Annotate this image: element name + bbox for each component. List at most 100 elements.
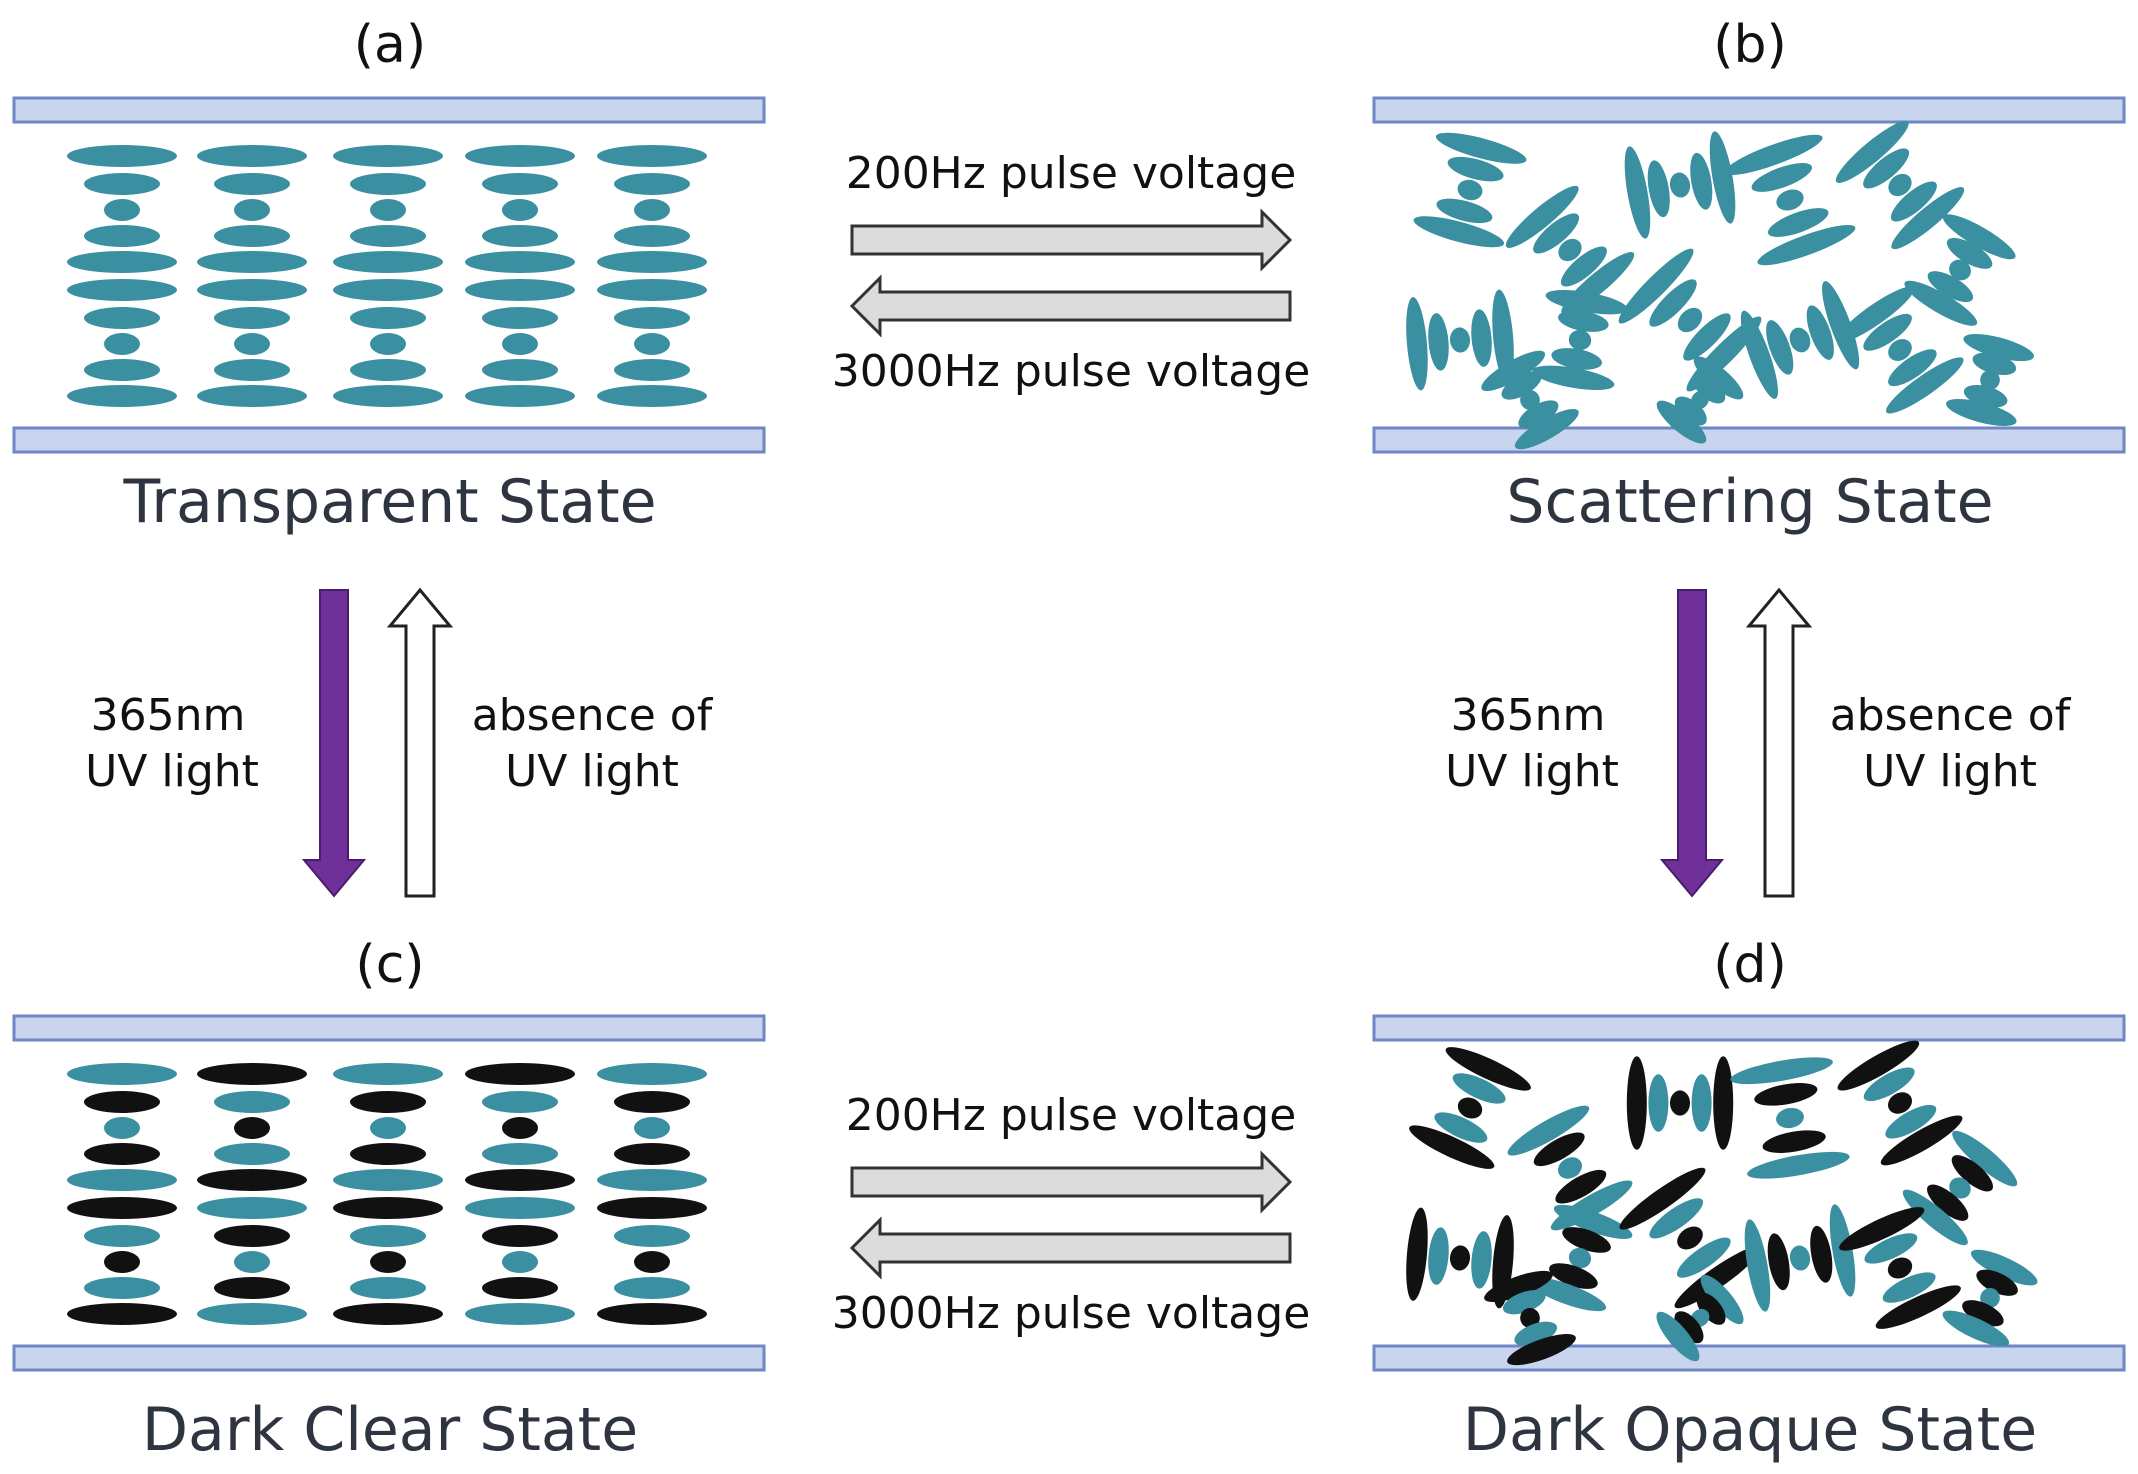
lc-molecule: [1445, 1047, 1531, 1091]
label-top-200hz: 200Hz pulse voltage: [846, 148, 1297, 199]
lc-molecule: [634, 1251, 670, 1273]
lc-molecule: [1822, 281, 1860, 370]
lc-molecule: [1484, 1270, 1553, 1303]
lc-molecule: [1829, 1204, 1856, 1297]
lc-molecule: [1696, 1292, 1726, 1325]
lc-molecule: [1693, 356, 1744, 400]
lc-molecule: [214, 1277, 290, 1299]
lc-molecule: [67, 1169, 177, 1191]
lc-molecule: [1904, 280, 1978, 326]
lc-molecule: [1700, 1274, 1744, 1325]
arrow-bottom-forward: [850, 1150, 1293, 1214]
lc-molecule: [502, 1117, 538, 1139]
lc-molecule: [1880, 1115, 1963, 1166]
lc-molecule: [614, 173, 690, 195]
lc-molecule: [1449, 327, 1471, 353]
lc-molecule: [1836, 286, 1914, 343]
lc-molecule: [67, 279, 177, 301]
lc-molecule: [1656, 1311, 1700, 1362]
lc-molecule: [1951, 1155, 1993, 1192]
lc-molecule: [1514, 408, 1579, 450]
lc-molecule: [1533, 1132, 1585, 1167]
lc-molecule: [1875, 1285, 1961, 1329]
panel-label-a: (a): [354, 15, 426, 75]
label-uv-off-left-1: absence of: [472, 690, 714, 741]
lc-molecule: [1677, 307, 1703, 333]
lc-molecule: [1618, 248, 1694, 324]
lc-molecule: [333, 251, 443, 273]
lc-molecule: [234, 199, 270, 221]
lc-molecule: [214, 1225, 290, 1247]
lc-molecule: [1927, 1184, 1969, 1221]
lc-molecule: [333, 1169, 443, 1191]
lc-molecule: [614, 359, 690, 381]
caption-scattering-state: Scattering State: [1506, 467, 1993, 537]
lc-molecule: [214, 1143, 290, 1165]
lc-molecule: [1690, 152, 1713, 210]
lc-molecule: [465, 279, 575, 301]
lc-molecule: [84, 1143, 160, 1165]
lc-molecule: [1449, 1245, 1471, 1271]
lc-molecule: [1724, 134, 1823, 176]
lc-molecule: [333, 1303, 443, 1325]
lc-molecule: [1677, 1226, 1703, 1250]
lc-molecule: [1890, 181, 1937, 222]
lc-molecule: [104, 1251, 140, 1273]
lc-molecule: [350, 1143, 426, 1165]
lc-molecule: [1457, 179, 1483, 201]
lc-molecule: [1555, 1169, 1607, 1204]
lc-molecule: [465, 1063, 575, 1085]
lc-molecule: [197, 1169, 307, 1191]
lc-molecule: [1885, 1104, 1937, 1139]
lc-molecule: [214, 225, 290, 247]
lc-molecule: [1447, 156, 1504, 182]
lc-molecule: [1767, 1233, 1790, 1291]
arrow-bottom-backward: [849, 1216, 1292, 1280]
lc-molecule: [84, 173, 160, 195]
lc-molecule: [67, 1197, 177, 1219]
lc-molecule: [1507, 1105, 1590, 1156]
lc-molecule: [1649, 279, 1697, 327]
lc-molecule: [333, 279, 443, 301]
lc-molecule: [333, 385, 443, 407]
lc-molecule: [482, 307, 558, 329]
lc-molecule: [1409, 1125, 1495, 1169]
molecules-transparent: [67, 145, 707, 407]
lc-molecule: [1963, 334, 2034, 362]
lc-molecule: [614, 1091, 690, 1113]
lc-molecule: [1676, 1237, 1731, 1278]
lc-molecule: [502, 199, 538, 221]
lc-molecule: [597, 1063, 707, 1085]
panel-label-b: (b): [1713, 15, 1787, 75]
molecules-dark-clear: [67, 1063, 707, 1325]
lc-molecule: [1810, 1225, 1833, 1283]
lc-molecule: [1691, 1074, 1712, 1132]
lc-molecule: [1428, 1227, 1449, 1285]
lc-molecule: [1413, 216, 1505, 248]
label-uv-off-right-2: UV light: [1863, 746, 2037, 797]
lc-molecule: [1520, 390, 1540, 410]
lc-molecule: [1882, 1272, 1936, 1303]
lc-molecule: [197, 279, 307, 301]
lc-molecule: [1776, 1107, 1804, 1129]
lc-molecule: [1888, 339, 1912, 361]
lc-molecule: [1863, 313, 1912, 351]
lc-molecule: [465, 1303, 575, 1325]
lc-molecule: [1670, 1090, 1690, 1116]
lc-molecule: [1435, 132, 1527, 164]
lc-molecule: [1766, 320, 1794, 375]
lc-molecule: [1751, 163, 1813, 192]
lc-molecule: [1558, 310, 1609, 332]
lc-molecule: [1713, 1056, 1734, 1150]
arrow-uv-on-right: [1659, 589, 1725, 898]
lc-molecule: [104, 1117, 140, 1139]
lc-molecule: [1767, 208, 1829, 237]
lc-molecule: [1902, 1189, 1968, 1246]
plate-b-top: [1372, 96, 2126, 124]
lc-molecule: [1501, 371, 1542, 400]
panel-label-c: (c): [355, 935, 424, 995]
lc-molecule: [1436, 198, 1493, 224]
lc-molecule: [1674, 396, 1707, 426]
lc-molecule: [1980, 1288, 2000, 1308]
lc-molecule: [482, 1225, 558, 1247]
